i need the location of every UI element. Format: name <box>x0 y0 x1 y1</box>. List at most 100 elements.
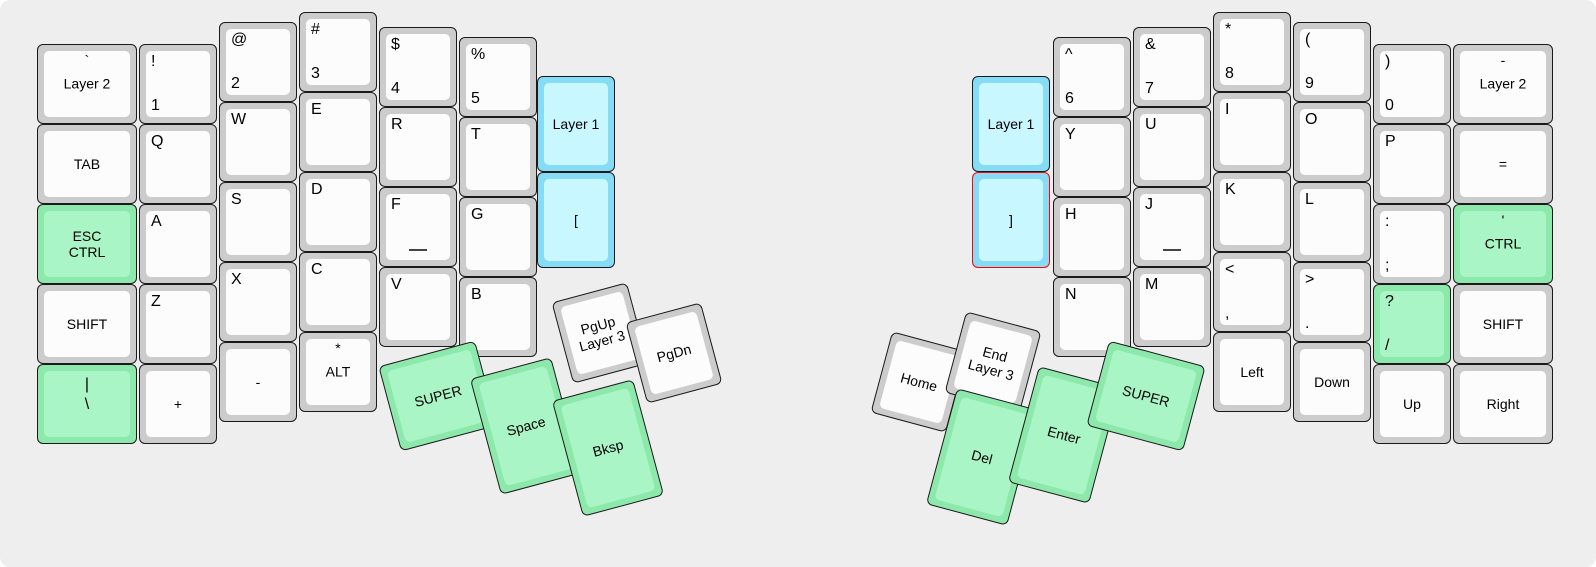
keycap-legend-top: > <box>1305 271 1315 288</box>
key-o[interactable]: O <box>1293 102 1371 182</box>
keycap-legend-main: Bksp <box>590 436 626 460</box>
key-quote-ctrl[interactable]: 'CTRL <box>1453 204 1553 284</box>
key-7[interactable]: &7 <box>1133 27 1211 107</box>
key-k[interactable]: K <box>1213 172 1291 252</box>
keycap-surface: ` Layer 2 <box>44 51 130 117</box>
homing-bump-icon <box>409 249 427 251</box>
key-9[interactable]: (9 <box>1293 22 1371 102</box>
key-l[interactable]: L <box>1293 182 1371 262</box>
key-shift-right[interactable]: SHIFT <box>1453 284 1553 364</box>
key-2[interactable]: @2 <box>219 22 297 102</box>
key-4[interactable]: $4 <box>379 27 457 107</box>
key-m[interactable]: M <box>1133 267 1211 347</box>
key-z[interactable]: Z <box>139 284 217 364</box>
key-v[interactable]: V <box>379 267 457 347</box>
key-w[interactable]: W <box>219 102 297 182</box>
key-minus-layer2[interactable]: -Layer 2 <box>1453 44 1553 124</box>
keycap-surface: M <box>1140 274 1204 340</box>
keycap-legend-main: SHIFT <box>1482 315 1524 332</box>
keycap-surface: S <box>226 189 290 255</box>
keycap-surface: Bksp <box>560 387 656 509</box>
key-slash[interactable]: ?/ <box>1373 284 1451 364</box>
key-shift[interactable]: SHIFT <box>37 284 137 364</box>
key-tab[interactable]: TAB <box>37 124 137 204</box>
key-u[interactable]: U <box>1133 107 1211 187</box>
keycap-legend-main: . <box>1305 315 1310 332</box>
key-y[interactable]: Y <box>1053 117 1131 197</box>
keycap-surface: Up <box>1380 371 1444 437</box>
key-q[interactable]: Q <box>139 124 217 204</box>
key-p[interactable]: P <box>1373 124 1451 204</box>
keycap-legend-main: [ <box>574 211 578 228</box>
key-pipe-backslash[interactable]: |\ <box>37 364 137 444</box>
key-g[interactable]: G <box>459 197 537 277</box>
keycap-legend-main: ] <box>1009 211 1013 228</box>
keycap-legend-main: 6 <box>1065 90 1074 107</box>
key-1[interactable]: !1 <box>139 44 217 124</box>
key-layer1-right[interactable]: Layer 1 <box>972 76 1050 172</box>
key-a[interactable]: A <box>139 204 217 284</box>
key-esc-ctrl[interactable]: ESC CTRL <box>37 204 137 284</box>
key-f[interactable]: F <box>379 187 457 267</box>
keycap-surface: G <box>466 204 530 270</box>
keycap-legend-top: ' <box>1501 212 1505 228</box>
key-right-arrow[interactable]: Right <box>1453 364 1553 444</box>
keycap-legend-top: Q <box>151 133 164 150</box>
keycap-legend-top: L <box>1305 191 1314 208</box>
key-j[interactable]: J <box>1133 187 1211 267</box>
key-plus[interactable]: + <box>139 364 217 444</box>
key-bracket-left[interactable]: [ <box>537 172 615 268</box>
keycap-legend-main: Down <box>1314 373 1350 390</box>
key-s[interactable]: S <box>219 182 297 262</box>
key-equals[interactable]: = <box>1453 124 1553 204</box>
keycap-surface: SHIFT <box>44 291 130 357</box>
keycap-legend-top: J <box>1145 196 1153 213</box>
keycap-legend-top: G <box>471 206 484 223</box>
keycap-legend-top: ` <box>84 52 90 68</box>
key-down-arrow[interactable]: Down <box>1293 342 1371 422</box>
keycap-legend-top: Y <box>1065 126 1076 143</box>
key-grave-layer2[interactable]: ` Layer 2 <box>37 44 137 124</box>
key-bracket-right[interactable]: ] <box>972 172 1050 268</box>
keycap-surface: *ALT <box>306 339 370 405</box>
key-up-arrow[interactable]: Up <box>1373 364 1451 444</box>
key-e[interactable]: E <box>299 92 377 172</box>
key-pgdn[interactable]: PgDn <box>625 302 723 404</box>
keycap-legend-main: PgUp Layer 3 <box>577 312 627 355</box>
keycap-legend-top: K <box>1225 181 1236 198</box>
keycap-surface: Down <box>1300 349 1364 415</box>
key-x[interactable]: X <box>219 262 297 342</box>
key-5[interactable]: %5 <box>459 37 537 117</box>
key-period[interactable]: >. <box>1293 262 1371 342</box>
keycap-surface: T <box>466 124 530 190</box>
key-8[interactable]: *8 <box>1213 12 1291 92</box>
keycap-surface: X <box>226 269 290 335</box>
key-semicolon[interactable]: :; <box>1373 204 1451 284</box>
keycap-surface: Q <box>146 131 210 197</box>
key-layer1-left[interactable]: Layer 1 <box>537 76 615 172</box>
keycap-surface: I <box>1220 99 1284 165</box>
keycap-legend-top: # <box>311 21 320 38</box>
keycap-surface: -Layer 2 <box>1460 51 1546 117</box>
keycap-legend-main: Layer 2 <box>63 75 111 92</box>
key-minus[interactable]: - <box>219 342 297 422</box>
key-6[interactable]: ^6 <box>1053 37 1131 117</box>
key-3[interactable]: #3 <box>299 12 377 92</box>
keycap-legend-top: D <box>311 181 323 198</box>
keycap-surface: P <box>1380 131 1444 197</box>
key-left-arrow[interactable]: Left <box>1213 332 1291 412</box>
keycap-legend-top: ? <box>1385 293 1394 310</box>
keycap-surface: SUPER <box>1094 349 1198 443</box>
key-comma[interactable]: <, <box>1213 252 1291 332</box>
key-d[interactable]: D <box>299 172 377 252</box>
key-alt[interactable]: *ALT <box>299 332 377 412</box>
key-t[interactable]: T <box>459 117 537 197</box>
keycap-legend-main: TAB <box>73 155 101 172</box>
key-c[interactable]: C <box>299 252 377 332</box>
key-0[interactable]: )0 <box>1373 44 1451 124</box>
keycap-legend-main: + <box>173 395 183 412</box>
key-h[interactable]: H <box>1053 197 1131 277</box>
key-r[interactable]: R <box>379 107 457 187</box>
key-i[interactable]: I <box>1213 92 1291 172</box>
